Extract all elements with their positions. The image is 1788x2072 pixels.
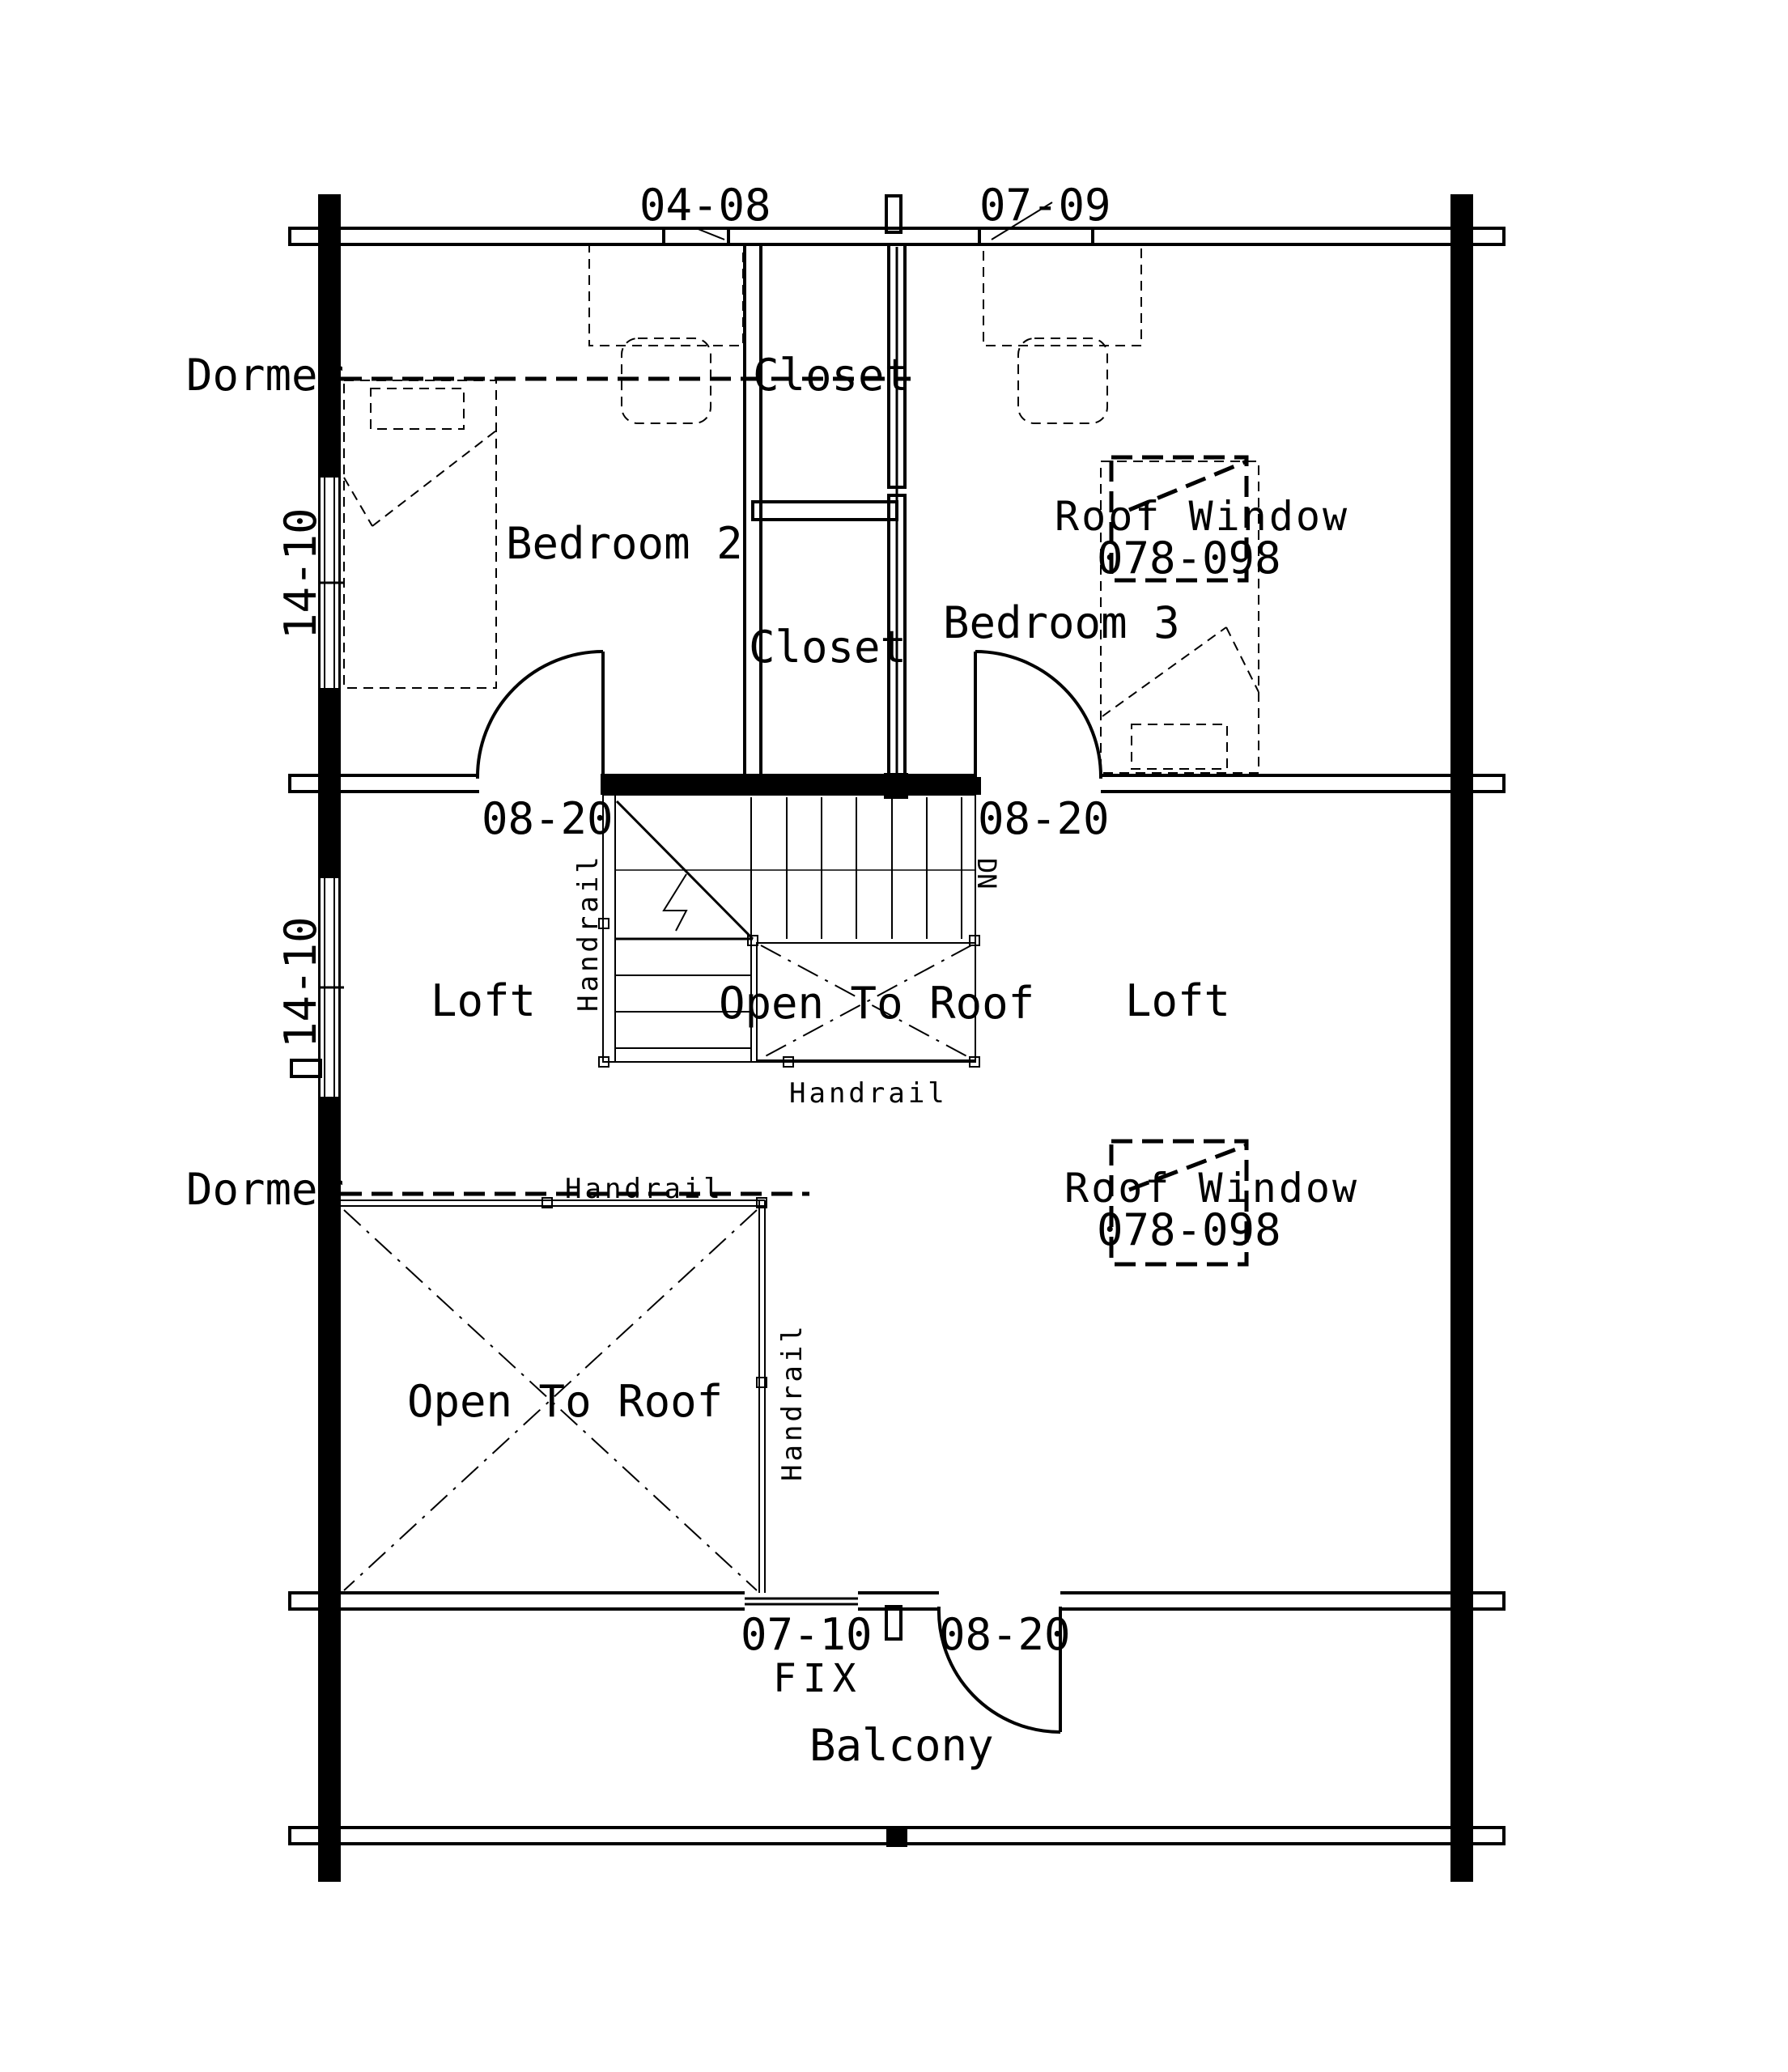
dormer-label-upper: Dormer — [186, 350, 344, 401]
closet-walls — [743, 243, 907, 780]
balcony-label: Balcony — [809, 1720, 994, 1771]
roof-window-lower — [1109, 1139, 1249, 1267]
loft-left-label: Loft — [431, 975, 536, 1026]
handrail-label-stair-bottom: Handrail — [789, 1077, 948, 1110]
open-to-roof-area — [341, 1197, 767, 1593]
dimension-lower: 14-10 — [275, 916, 326, 1048]
dormer-lines — [341, 376, 911, 1196]
closet-lower-label: Closet — [749, 622, 907, 673]
bedroom-3-label: Bedroom 3 — [943, 597, 1180, 648]
door-code-bedroom2: 08-20 — [482, 793, 614, 844]
roof-window-lower-code: 078-098 — [1097, 1204, 1281, 1255]
roof-window-upper — [1109, 455, 1249, 583]
bedroom-2-label: Bedroom 2 — [506, 518, 743, 569]
window-code-north-left: 04-08 — [639, 180, 771, 231]
balcony-wall — [288, 1591, 1506, 1611]
dormer-label-lower: Dormer — [186, 1164, 344, 1215]
closet-upper-label: Closet — [753, 350, 911, 401]
labels: Dormer Dormer Bedroom 2 Bedroom 3 Closet… — [186, 180, 1359, 1771]
door-code-balcony: 08-20 — [939, 1609, 1071, 1660]
window-code-north-right: 07-09 — [979, 180, 1111, 231]
handrail-label-stair-left: Handrail — [572, 853, 605, 1012]
window-note-fix: FIX — [773, 1656, 863, 1701]
handrail-label-open-right: Handrail — [776, 1323, 809, 1481]
stair — [598, 794, 980, 1068]
roof-window-lower-title: Roof Window — [1064, 1165, 1359, 1212]
window-code-south-fixed: 07-10 — [741, 1609, 873, 1660]
roof-window-upper-title: Roof Window — [1055, 493, 1349, 540]
door-code-bedroom3: 08-20 — [978, 793, 1110, 844]
stair-direction-label: DN — [971, 858, 1002, 890]
open-to-roof-large-label: Open To Roof — [407, 1376, 723, 1427]
loft-right-label: Loft — [1125, 975, 1230, 1026]
handrail-label-open-top: Handrail — [565, 1173, 724, 1205]
dimension-upper: 14-10 — [275, 507, 326, 639]
furniture — [343, 244, 1259, 774]
roof-window-upper-code: 078-098 — [1097, 533, 1281, 584]
open-to-roof-stair-label: Open To Roof — [719, 978, 1034, 1029]
door-swings — [475, 650, 1103, 1734]
right-wall — [1450, 194, 1473, 1882]
